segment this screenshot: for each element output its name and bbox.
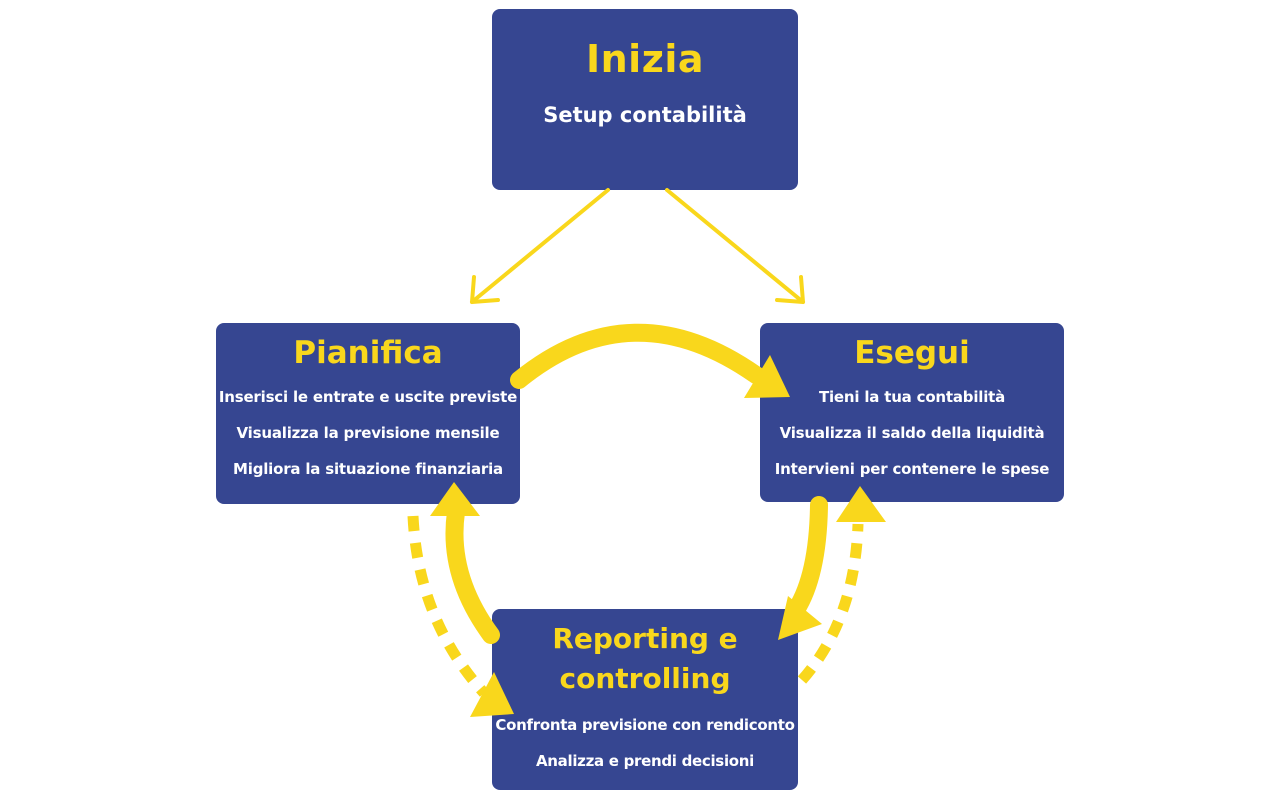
report-item: Analizza e prendi decisioni [535, 752, 755, 770]
plan-item: Visualizza la previsione mensile [236, 424, 500, 442]
arrow-start-to-plan [470, 188, 610, 304]
execute-item: Visualizza il saldo della liquidità [779, 424, 1045, 442]
report-box: Reporting e controlling Confronta previs… [492, 609, 798, 790]
execute-item: Intervieni per contenere le spese [774, 460, 1050, 478]
plan-item: Inserisci le entrate e uscite previste [218, 388, 518, 406]
report-title-line2: controlling [559, 662, 731, 695]
arrow-report-to-plan [445, 503, 500, 644]
report-title: Reporting e controlling [492, 619, 798, 699]
arrow-plan-to-report-dashed [407, 515, 489, 697]
report-title-line1: Reporting e [552, 622, 738, 655]
execute-box: Esegui Tieni la tua contabilità Visualiz… [760, 323, 1064, 502]
execute-title: Esegui [854, 335, 970, 371]
plan-item: Migliora la situazione finanziaria [233, 460, 503, 478]
start-title: Inizia [585, 37, 704, 81]
plan-box: Pianifica Inserisci le entrate e uscite … [216, 323, 520, 504]
execute-item: Tieni la tua contabilità [818, 388, 1006, 406]
report-item: Confronta previsione con rendiconto [495, 716, 795, 734]
arrow-start-to-execute [665, 188, 805, 304]
start-box: Inizia Setup contabilità [492, 9, 798, 190]
start-subtitle: Setup contabilità [543, 103, 747, 127]
plan-title: Pianifica [293, 335, 443, 371]
arrow-report-to-execute-dashed [797, 523, 864, 684]
arrow-execute-to-report [787, 496, 828, 619]
arrow-plan-to-execute [510, 323, 765, 389]
